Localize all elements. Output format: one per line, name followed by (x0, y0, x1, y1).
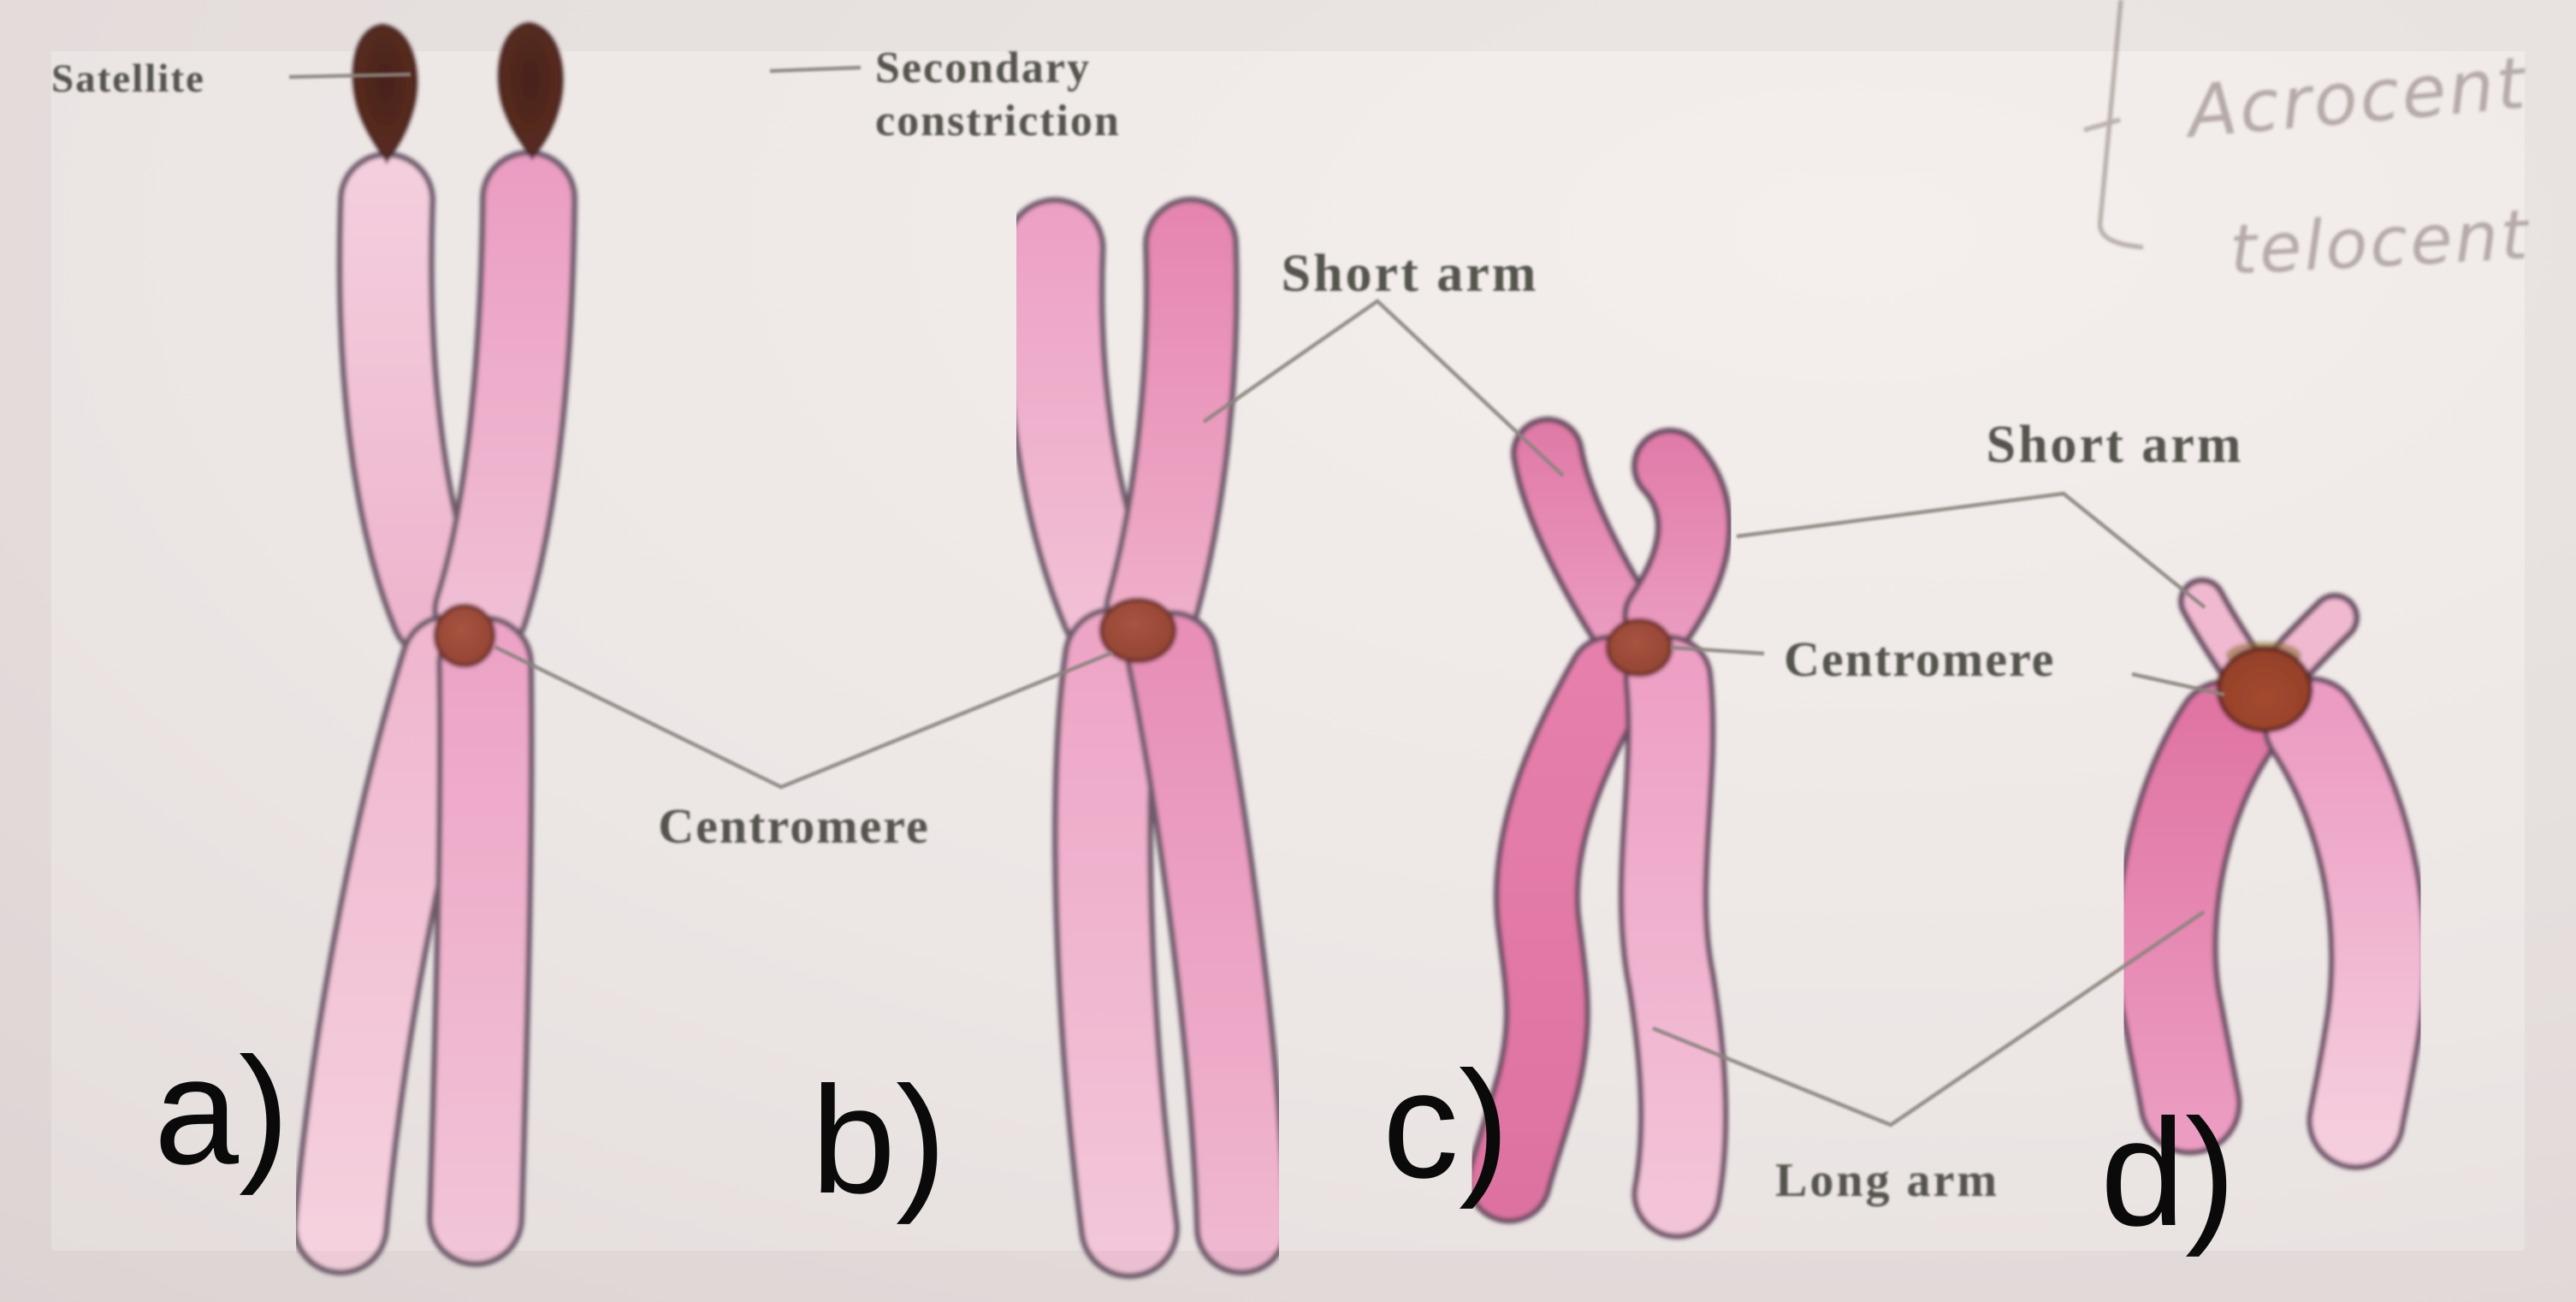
centromere-label-left: Centromere (658, 798, 929, 854)
long-arm-pointer (1652, 910, 2206, 1127)
chromatid-arm (2268, 682, 2422, 1164)
chromatid-arm (1472, 640, 1648, 1218)
panel-letter-d: d) (2100, 1087, 2235, 1258)
pencil-bracket-tick (2083, 117, 2121, 133)
chromosome-a (292, 21, 577, 1275)
chromosome-a-arms (292, 150, 577, 1275)
chromatid-arm (298, 619, 491, 1269)
chromatid-arm (1628, 434, 1726, 648)
chromatid-arm (1517, 423, 1652, 650)
panel-letter-a: a) (154, 1026, 289, 1196)
pencil-bracket (2097, 0, 2144, 250)
satellite-pointer-dash (288, 72, 412, 80)
centromere-left-pointer (494, 644, 1113, 790)
chromatid-arm (342, 157, 481, 655)
centromere-right-pointer (2131, 672, 2225, 697)
centromere-d (2216, 646, 2313, 733)
centromere-b (1099, 597, 1177, 664)
chromosome-b-arms (1003, 197, 1288, 1279)
centromere-a (433, 603, 496, 668)
satellite-label: Satellite (51, 56, 205, 101)
chromatid-arm (1057, 613, 1174, 1273)
centromere-label-right: Centromere (1784, 631, 2055, 687)
chromosome-b (1003, 197, 1288, 1279)
chromosome-d-arms (2114, 577, 2428, 1170)
short-arm-left-pointer (1202, 299, 1565, 477)
panel-letter-b: b) (811, 1055, 946, 1225)
chromatid-arm (438, 156, 571, 654)
book-labels: Satellite Secondary constriction Short a… (51, 44, 2244, 1207)
chromatid-arm (1624, 640, 1723, 1234)
secondary-constriction-pointer-dash (769, 65, 862, 74)
satellite-knob-right (497, 21, 564, 161)
chromatid-arm (1131, 616, 1282, 1269)
chromatid-arm (1009, 203, 1156, 656)
handwriting-telocentric: telocent (2228, 195, 2532, 290)
long-arm-label: Long arm (1775, 1154, 1999, 1207)
pointer-lines (288, 65, 2225, 1127)
chromosome-d (2114, 577, 2428, 1170)
short-arm-right-pointer (1736, 491, 2206, 609)
short-arm-label-right: Short arm (1987, 416, 2244, 474)
chromatid-arm (1110, 203, 1234, 651)
panel-letters: a) b) c) d) (154, 1026, 2235, 1258)
chromatid-arm (2120, 684, 2272, 1150)
chromosome-c-arms (1466, 417, 1732, 1240)
chromosome-c (1466, 417, 1732, 1240)
panel-letter-c: c) (1383, 1039, 1509, 1210)
secondary-constriction-label-line1: Secondary (875, 44, 1091, 92)
centromere-c (1605, 618, 1673, 678)
secondary-constriction-label-line2: constriction (875, 97, 1121, 145)
chromatid-arm (433, 621, 529, 1261)
short-arm-label-left: Short arm (1282, 245, 1539, 303)
satellite-knob-left (352, 23, 418, 165)
centromere-right-pointer-dash (1670, 645, 1765, 656)
